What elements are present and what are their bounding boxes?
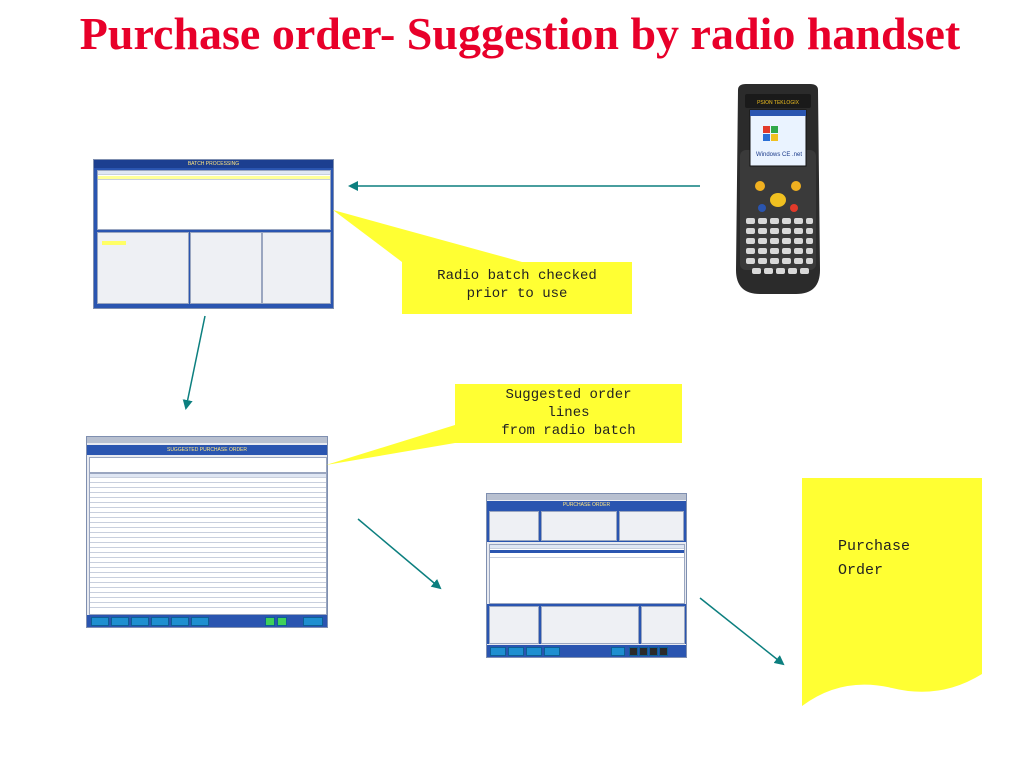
suggested-po-screenshot: SUGGESTED PURCHASE ORDER [86, 436, 328, 628]
arrow-suggested-to-po [357, 518, 442, 590]
purchase-order-document [802, 478, 982, 706]
purchase-order-document-label: Purchase Order [838, 538, 911, 579]
batch-processing-caption: BATCH PROCESSING [187, 161, 240, 167]
slide-title: Purchase order- Suggestion by radio hand… [79, 8, 961, 59]
suggested-lines-table [89, 473, 327, 615]
handheld-device-icon: PSION TEKLOGIX Windows CE .net [736, 84, 820, 294]
callout-wedge-suggested [326, 425, 455, 465]
device-os: Windows CE .net [756, 152, 802, 158]
arrow-batch-to-suggested [182, 315, 206, 410]
arrow-po-to-document [699, 597, 785, 666]
suggested-po-caption: SUGGESTED PURCHASE ORDER [166, 447, 247, 453]
batch-processing-screenshot: BATCH PROCESSING [93, 159, 334, 309]
device-brand: PSION TEKLOGIX [757, 100, 800, 106]
purchase-order-caption: PURCHASE ORDER [562, 502, 611, 508]
purchase-order-screenshot: PURCHASE ORDER [486, 493, 687, 658]
callout-suggested-lines: Suggested order lines from radio batch [455, 384, 682, 443]
callout-wedge-radio-batch [333, 210, 522, 262]
callout-radio-batch: Radio batch checked prior to use [402, 262, 632, 314]
